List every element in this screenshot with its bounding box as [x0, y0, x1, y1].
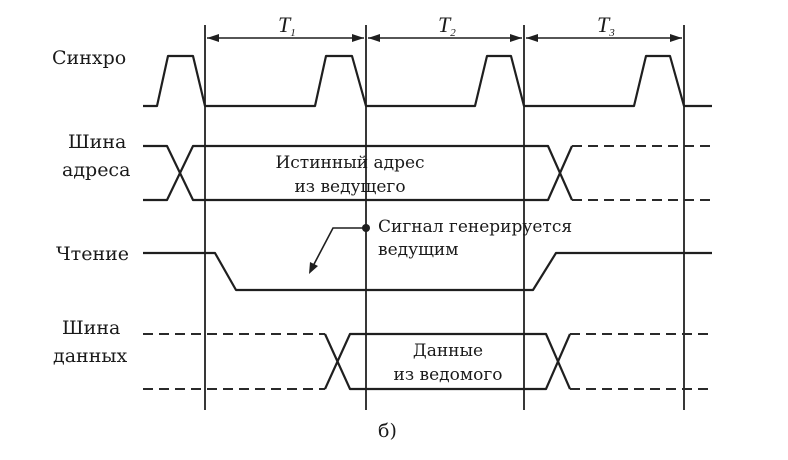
data-bus-label-line1: Шина: [62, 317, 120, 339]
address-bus-waveform: [143, 144, 712, 202]
data-bus-content-line1: Данные: [413, 341, 483, 361]
address-bus-label-line1: Шина: [68, 131, 126, 153]
figure-caption: б): [378, 420, 397, 442]
data-bus-label-line2: данных: [53, 345, 127, 367]
annotation-pointer: [309, 224, 370, 274]
data-bus-content-line2: из ведомого: [394, 365, 503, 385]
address-bus-label-line2: адреса: [62, 159, 130, 181]
read-waveform: [143, 251, 712, 292]
address-bus-content-line2: из ведущего: [294, 177, 405, 197]
read-label: Чтение: [56, 243, 129, 265]
annotation-line1: Сигнал генерируется: [378, 217, 572, 237]
sync-label: Синхро: [52, 47, 126, 69]
address-bus-content-line1: Истинный адрес: [275, 153, 424, 173]
period-label-t1: T1: [278, 12, 296, 39]
period-label-t2: T2: [438, 12, 456, 39]
period-arrow-t3: [526, 34, 682, 42]
period-arrow-t2: [368, 34, 522, 42]
period-arrow-t1: [207, 34, 364, 42]
period-label-t3: T3: [597, 12, 615, 39]
annotation-line2: ведущим: [378, 240, 458, 260]
data-bus-waveform: [143, 332, 712, 391]
sync-waveform: [143, 54, 712, 108]
